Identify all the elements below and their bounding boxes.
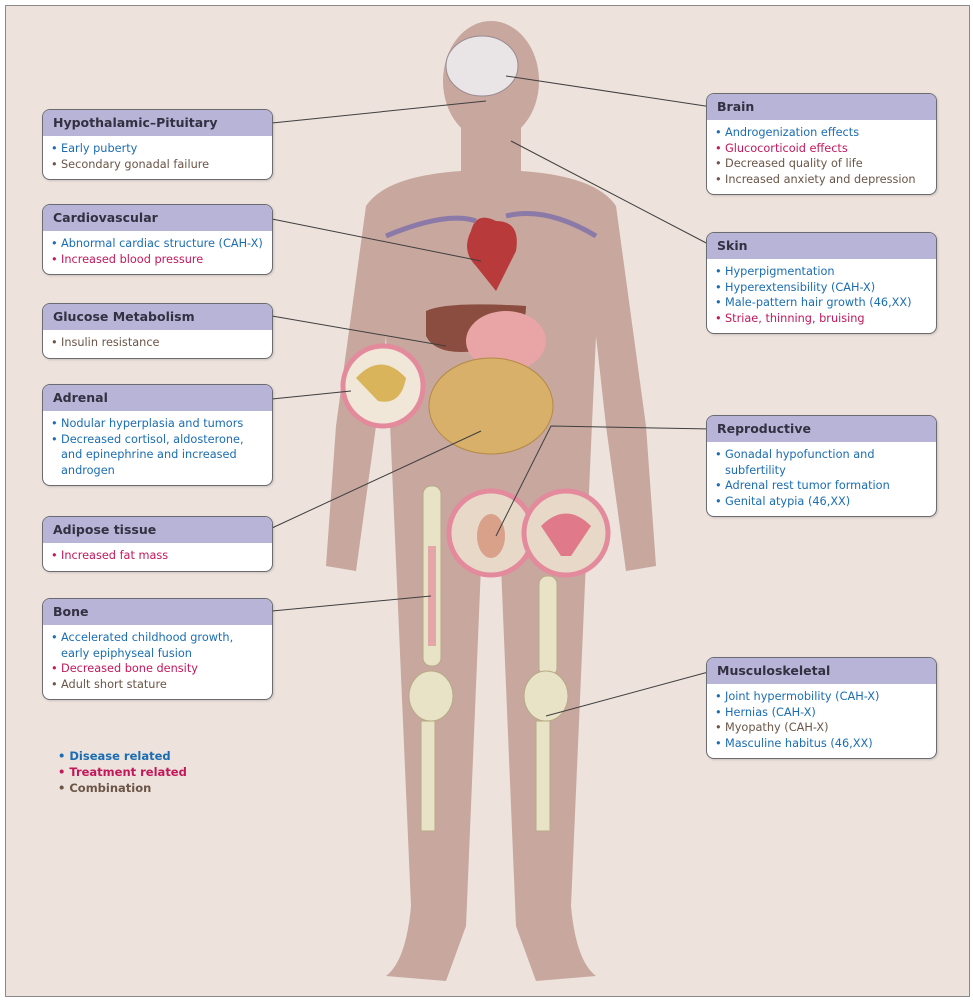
list-item: Abnormal cardiac structure (CAH-X) [51,236,264,252]
list-item: Glucocorticoid effects [715,141,928,157]
reproductive-box: ReproductiveGonadal hypofunction and sub… [706,415,937,517]
male-genital-magnified [446,488,536,578]
list-item: Hyperpigmentation [715,264,928,280]
box-title: Brain [707,94,936,120]
cardiovascular-box: CardiovascularAbnormal cardiac structure… [42,204,273,275]
female-genital-magnified [521,488,611,578]
list-item: Decreased quality of life [715,156,928,172]
list-item: Joint hypermobility (CAH-X) [715,689,928,705]
glucose-metabolism-box: Glucose MetabolismInsulin resistance [42,303,273,359]
box-list: Early pubertySecondary gonadal failure [43,136,272,179]
hypothalamic-pituitary-box: Hypothalamic–PituitaryEarly pubertySecon… [42,109,273,180]
list-item: Striae, thinning, bruising [715,311,928,327]
box-list: Gonadal hypofunction and subfertilityAdr… [707,442,936,516]
box-title: Glucose Metabolism [43,304,272,330]
leader-lines [271,75,713,717]
figure: Hypothalamic–PituitaryEarly pubertySecon… [5,5,970,997]
list-item: Insulin resistance [51,335,264,351]
brain-box: BrainAndrogenization effectsGlucocortico… [706,93,937,195]
box-title: Cardiovascular [43,205,272,231]
list-item: Increased fat mass [51,548,264,564]
box-list: Accelerated childhood growth, early epip… [43,625,272,699]
list-item: Gonadal hypofunction and subfertility [715,447,928,478]
adrenal-magnified [340,343,426,429]
box-title: Reproductive [707,416,936,442]
list-item: Decreased bone density [51,661,264,677]
list-item: Adrenal rest tumor formation [715,478,928,494]
box-title: Musculoskeletal [707,658,936,684]
stomach-icon [466,311,546,371]
box-title: Adrenal [43,385,272,411]
legend-combination: Combination [58,780,187,796]
box-list: Insulin resistance [43,330,272,358]
list-item: Increased blood pressure [51,252,264,268]
legend: Disease related Treatment related Combin… [58,748,187,796]
aorta-icon [385,211,598,239]
list-item: Myopathy (CAH-X) [715,720,928,736]
box-list: Increased fat mass [43,543,272,571]
legend-treatment: Treatment related [58,764,186,780]
list-item: Adult short stature [51,677,264,693]
box-list: HyperpigmentationHyperextensibility (CAH… [707,259,936,333]
list-item: Androgenization effects [715,125,928,141]
list-item: Male-pattern hair growth (46,XX) [715,295,928,311]
body-illustration [271,21,713,981]
box-list: Androgenization effectsGlucocorticoid ef… [707,120,936,194]
box-list: Nodular hyperplasia and tumorsDecreased … [43,411,272,485]
brain-icon [445,35,519,97]
list-item: Decreased cortisol, aldosterone, and epi… [51,432,264,479]
femur-bones [408,485,569,832]
list-item: Hyperextensibility (CAH-X) [715,280,928,296]
list-item: Accelerated childhood growth, early epip… [51,630,264,661]
box-title: Adipose tissue [43,517,272,543]
legend-disease: Disease related [58,748,187,764]
bone-density-strip [428,546,436,646]
skin-box: SkinHyperpigmentationHyperextensibility … [706,232,937,334]
box-title: Hypothalamic–Pituitary [43,110,272,136]
heart-icon [467,217,517,291]
list-item: Increased anxiety and depression [715,172,928,188]
box-title: Skin [707,233,936,259]
intestines-icon [428,357,554,455]
list-item: Early puberty [51,141,264,157]
box-title: Bone [43,599,272,625]
adipose-tissue-box: Adipose tissueIncreased fat mass [42,516,273,572]
list-item: Nodular hyperplasia and tumors [51,416,264,432]
list-item: Genital atypia (46,XX) [715,494,928,510]
musculoskeletal-box: MusculoskeletalJoint hypermobility (CAH-… [706,657,937,759]
box-list: Joint hypermobility (CAH-X)Hernias (CAH-… [707,684,936,758]
adrenal-box: AdrenalNodular hyperplasia and tumorsDec… [42,384,273,486]
list-item: Secondary gonadal failure [51,157,264,173]
list-item: Masculine habitus (46,XX) [715,736,928,752]
list-item: Hernias (CAH-X) [715,705,928,721]
bone-box: BoneAccelerated childhood growth, early … [42,598,273,700]
box-list: Abnormal cardiac structure (CAH-X)Increa… [43,231,272,274]
